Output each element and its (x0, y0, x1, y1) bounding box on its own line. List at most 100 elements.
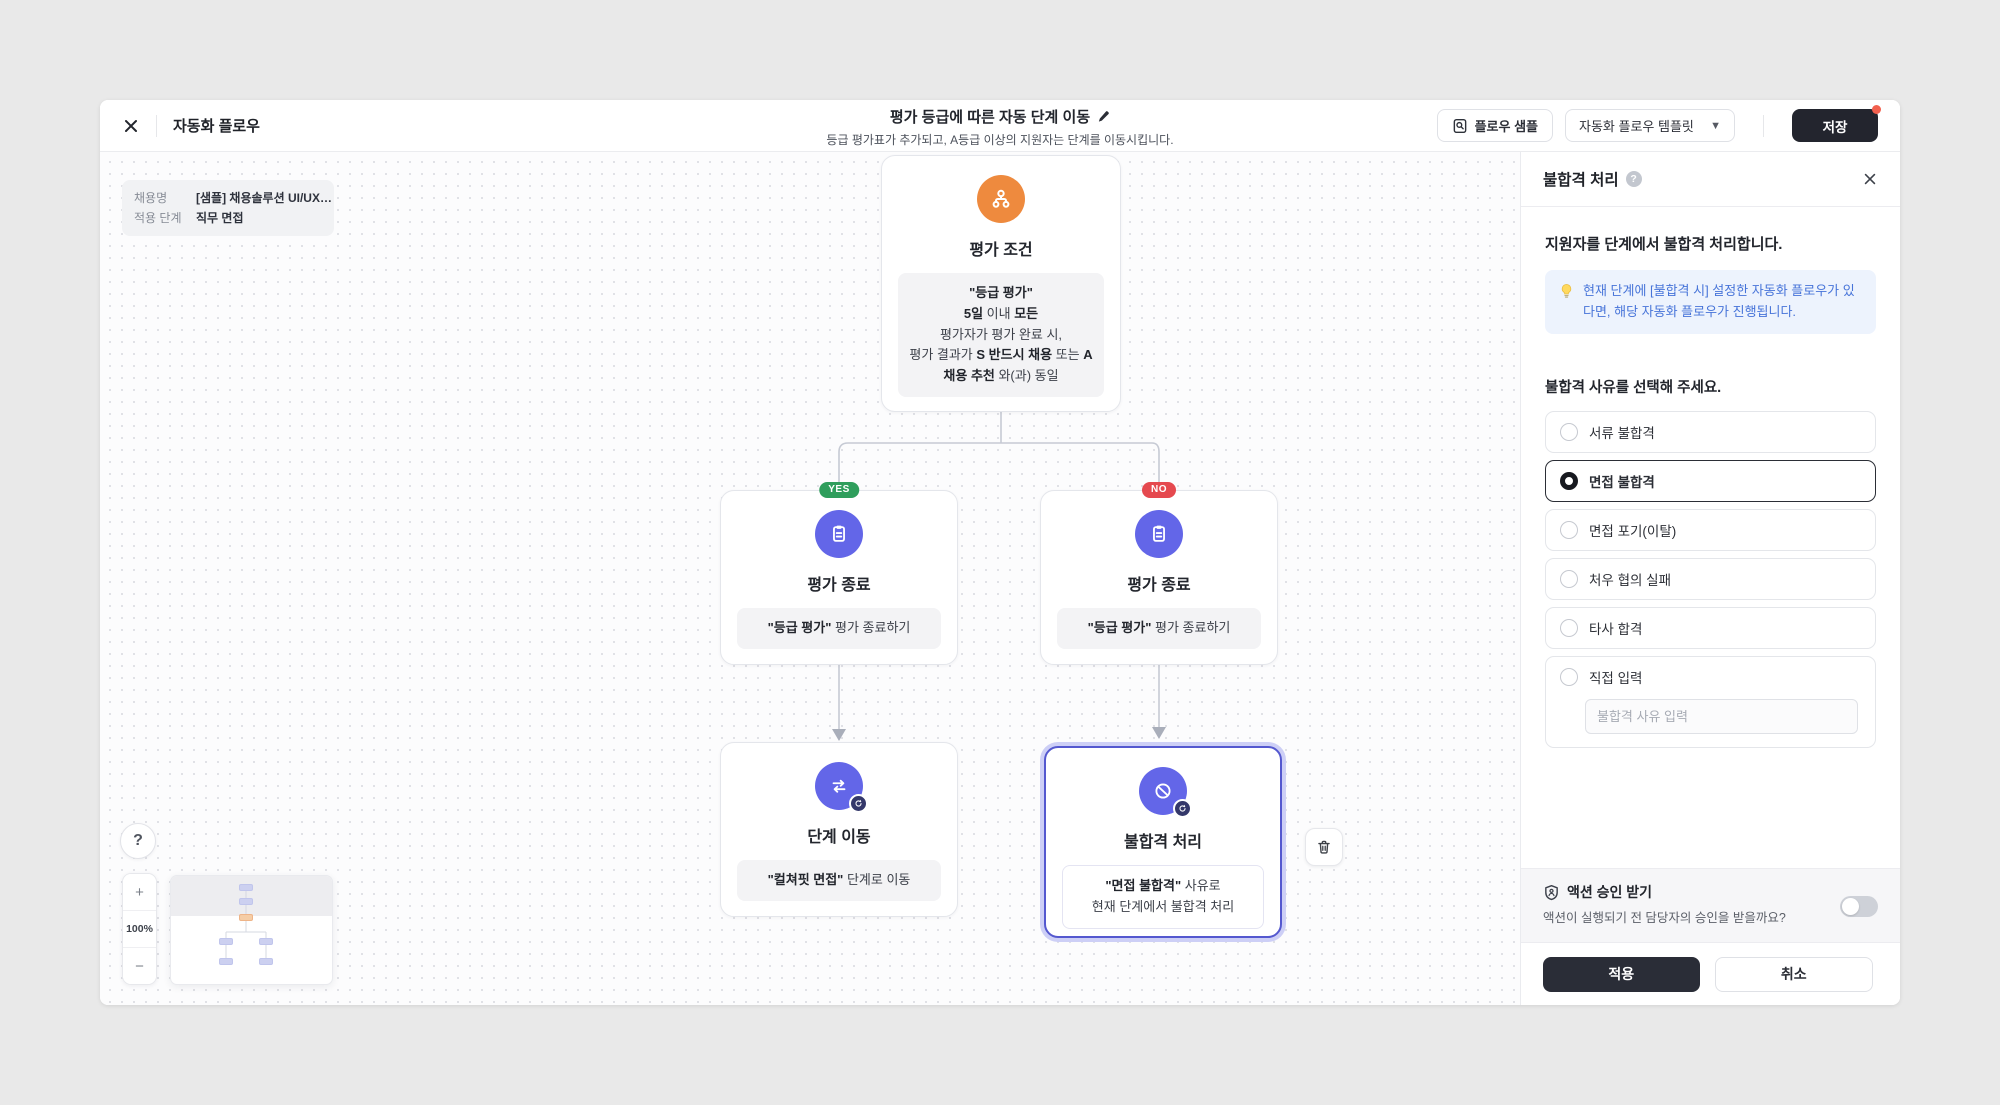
recruitment-info-card: 채용명 [샘플] 채용솔루션 UI/UX… 적용 단계 직무 면접 (122, 180, 334, 236)
trash-icon (1318, 840, 1330, 854)
save-notification-dot (1872, 105, 1881, 114)
zoom-control: + 100% − (122, 873, 157, 985)
header-divider (1763, 114, 1764, 137)
reject-reason-options: 서류 불합격 면접 불합격 면접 포기(이탈) 처우 협의 실패 타사 합격 직… (1545, 410, 1876, 748)
recruit-value: [샘플] 채용솔루션 UI/UX… (196, 191, 332, 205)
recruit-label: 채용명 (134, 191, 168, 205)
cancel-button[interactable]: 취소 (1714, 956, 1873, 992)
delete-node-button[interactable] (1305, 828, 1343, 866)
reject-reason-option[interactable]: 타사 합격 (1545, 606, 1876, 649)
custom-reason-input[interactable] (1585, 698, 1858, 734)
panel-header: 불합격 처리 ? (1521, 152, 1900, 207)
minimap-edges (225, 891, 267, 958)
radio-icon[interactable] (1560, 471, 1578, 490)
chevron-down-icon: ▼ (1710, 119, 1721, 132)
tip-text: 현재 단계에 [불합격 시] 설정한 자동화 플로우가 있다면, 해당 자동화 … (1583, 283, 1855, 319)
minimap-node (219, 958, 233, 965)
sample-search-icon (1453, 118, 1466, 133)
node-stage-move[interactable]: 단계 이동 "컬쳐핏 면접" 단계로 이동 (720, 742, 958, 917)
node-end-evaluation-no[interactable]: 평가 종료 "등급 평가" 평가 종료하기 (1040, 490, 1278, 665)
help-button[interactable]: ? (120, 823, 156, 859)
reject-settings-panel: 불합격 처리 ? 지원자를 단계에서 불합격 처리합니다. 현재 단계에 [불합… (1520, 152, 1900, 1005)
branch-badge-yes: YES (819, 482, 859, 498)
approval-description: 액션이 실행되기 전 담당자의 승인을 받을까요? (1543, 911, 1786, 925)
reject-reason-label: 직접 입력 (1589, 670, 1643, 686)
top-header: 자동화 플로우 평가 등급에 따른 자동 단계 이동 등급 평가표가 추가되고,… (100, 100, 1900, 152)
reject-reason-option-row[interactable]: 직접 입력 (1546, 657, 1875, 697)
radio-icon[interactable] (1560, 618, 1578, 637)
minimap-node (239, 914, 253, 921)
repeat-action-badge-icon (849, 794, 868, 813)
app-window: 자동화 플로우 평가 등급에 따른 자동 단계 이동 등급 평가표가 추가되고,… (100, 100, 1900, 1005)
reject-reason-option-row[interactable]: 타사 합격 (1546, 608, 1875, 648)
radio-icon[interactable] (1560, 520, 1578, 539)
edit-pencil-icon[interactable] (1097, 110, 1110, 123)
reject-reason-option[interactable]: 면접 불합격 (1545, 459, 1876, 502)
reject-reason-option[interactable]: 서류 불합격 (1545, 410, 1876, 453)
radio-icon[interactable] (1560, 569, 1578, 588)
save-button-label: 저장 (1822, 119, 1848, 135)
branch-badge-no: NO (1142, 482, 1176, 498)
reject-reason-label: 면접 포기(이탈) (1589, 523, 1677, 539)
reject-reason-label: 타사 합격 (1589, 621, 1643, 637)
toggle-knob (1842, 898, 1859, 915)
swap-arrows-icon (815, 762, 868, 813)
stage-value: 직무 면접 (196, 211, 244, 225)
approval-title-row: 액션 승인 받기 (1543, 882, 1878, 902)
flow-sample-button[interactable]: 플로우 샘플 (1436, 109, 1553, 142)
reject-reason-option-row[interactable]: 서류 불합격 (1546, 412, 1875, 452)
save-button[interactable]: 저장 (1792, 105, 1881, 142)
node-end-evaluation-yes[interactable]: 평가 종료 "등급 평가" 평가 종료하기 (720, 490, 958, 665)
zoom-in-button[interactable]: + (123, 874, 156, 910)
zoom-level: 100% (123, 910, 156, 947)
stage-label: 적용 단계 (134, 211, 182, 225)
panel-close-button[interactable] (1862, 171, 1878, 187)
node-title: 불합격 처리 (1123, 834, 1203, 851)
template-dropdown[interactable]: 자동화 플로우 템플릿 ▼ (1565, 109, 1735, 142)
flow-title-text: 평가 등급에 따른 자동 단계 이동 (889, 109, 1091, 126)
panel-footer: 적용 취소 (1521, 942, 1900, 1005)
clipboard-icon (815, 510, 863, 558)
minimap[interactable] (170, 875, 333, 985)
template-dropdown-label: 자동화 플로우 템플릿 (1579, 119, 1694, 134)
node-action-summary: "등급 평가" 평가 종료하기 (737, 608, 941, 649)
reject-reason-option[interactable]: 직접 입력 (1545, 655, 1876, 748)
shield-approval-icon (1545, 884, 1558, 900)
header-divider (156, 114, 157, 137)
clipboard-icon (1135, 510, 1183, 558)
approval-section: 액션 승인 받기 액션이 실행되기 전 담당자의 승인을 받을까요? (1521, 868, 1900, 942)
condition-branch-icon (977, 175, 1025, 223)
reject-reason-option-row[interactable]: 면접 불합격 (1546, 461, 1875, 501)
node-title: 평가 종료 (1127, 577, 1191, 594)
panel-body: 지원자를 단계에서 불합격 처리합니다. 현재 단계에 [불합격 시] 설정한 … (1521, 207, 1900, 748)
reject-reason-option[interactable]: 면접 포기(이탈) (1545, 508, 1876, 551)
zoom-out-button[interactable]: − (123, 947, 156, 984)
approval-title: 액션 승인 받기 (1567, 884, 1653, 900)
reject-reason-option-row[interactable]: 처우 협의 실패 (1546, 559, 1875, 599)
reject-reason-option-row[interactable]: 면접 포기(이탈) (1546, 510, 1875, 550)
approval-toggle[interactable] (1840, 896, 1878, 917)
apply-button[interactable]: 적용 (1543, 956, 1700, 992)
minimap-node (259, 938, 273, 945)
node-title: 단계 이동 (807, 829, 871, 846)
node-title: 평가 종료 (807, 577, 871, 594)
reject-reason-option[interactable]: 처우 협의 실패 (1545, 557, 1876, 600)
reject-reason-label: 서류 불합격 (1589, 425, 1655, 441)
flow-subtitle: 등급 평가표가 추가되고, A등급 이상의 지원자는 단계를 이동시킵니다. (826, 133, 1174, 147)
reject-reason-label: 처우 협의 실패 (1589, 572, 1672, 588)
info-row-stage: 적용 단계 직무 면접 (134, 208, 322, 228)
close-icon (125, 119, 137, 132)
close-flow-button[interactable] (122, 117, 140, 135)
tip-box: 현재 단계에 [불합격 시] 설정한 자동화 플로우가 있다면, 해당 자동화 … (1545, 270, 1876, 334)
radio-icon[interactable] (1560, 422, 1578, 441)
panel-help-icon[interactable]: ? (1625, 171, 1642, 187)
minimap-node (219, 938, 233, 945)
radio-icon[interactable] (1560, 667, 1578, 686)
flow-canvas[interactable]: 채용명 [샘플] 채용솔루션 UI/UX… 적용 단계 직무 면접 평가 조건 … (100, 152, 1520, 1005)
minimap-out-of-view-shade (171, 876, 332, 916)
panel-title: 불합격 처리 (1543, 172, 1619, 189)
